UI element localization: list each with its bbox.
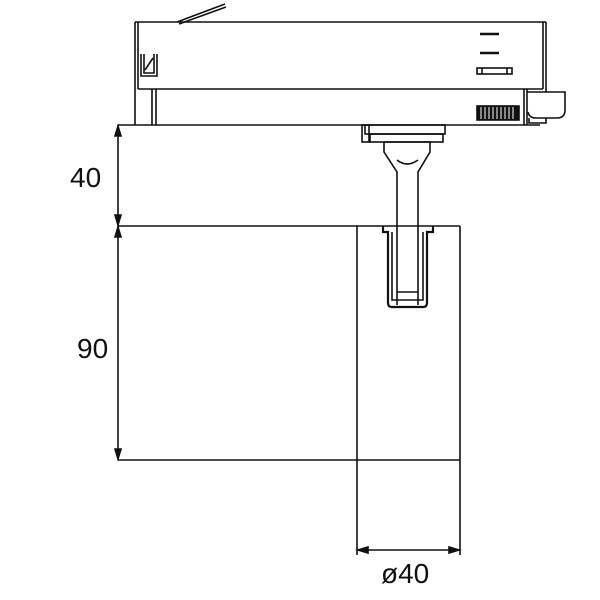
mounting-stem xyxy=(361,124,446,309)
dimension-body-diameter xyxy=(355,545,462,555)
body-diameter-label: ø40 xyxy=(381,558,429,589)
dimension-adapter-height xyxy=(113,123,123,228)
dimension-body-height xyxy=(113,224,123,462)
body-height-label: 90 xyxy=(77,333,108,364)
side-clip-icon xyxy=(527,91,566,124)
lock-icon xyxy=(140,54,158,77)
adapter-height-label: 40 xyxy=(70,162,101,193)
grip-icon xyxy=(476,105,520,121)
indicator-marks-icon xyxy=(476,32,513,75)
spotlight-body xyxy=(118,225,461,555)
track-adapter xyxy=(118,3,566,126)
lever-icon xyxy=(176,3,227,25)
